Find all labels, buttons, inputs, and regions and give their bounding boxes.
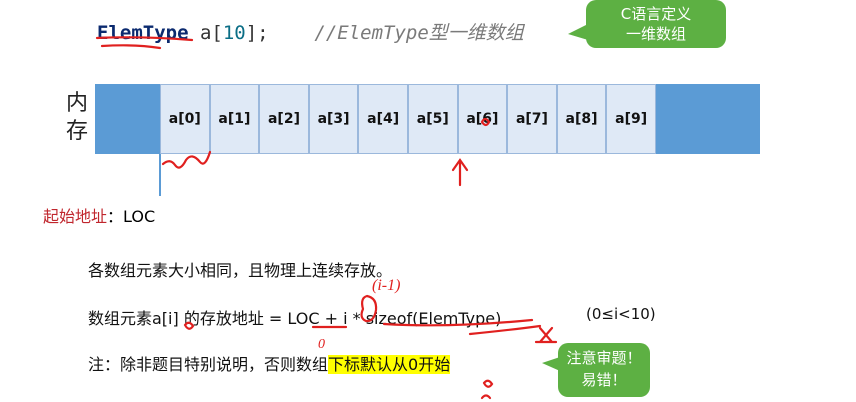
start-address: 起始地址：LOC <box>43 203 155 227</box>
index-note-prefix: 注：除非题目特别说明，否则数组 <box>88 355 329 374</box>
memory-label: 内 存 <box>66 91 89 144</box>
array-cell: a[9] <box>606 84 656 154</box>
underline-sizeof <box>382 318 534 327</box>
array-cell: a[7] <box>507 84 557 154</box>
array-cell: a[0] <box>160 84 210 154</box>
mark-zero <box>482 379 494 388</box>
array-cell: a[4] <box>358 84 408 154</box>
callout-tail <box>542 357 560 371</box>
array-cell: a[6] <box>457 84 508 154</box>
index-note: 注：除非题目特别说明，否则数组下标默认从0开始 <box>88 351 451 375</box>
underline-elemtype-2 <box>100 44 162 50</box>
callout-tail <box>568 24 588 40</box>
decl-size: 10 <box>222 22 246 44</box>
contiguous-note: 各数组元素大小相同，且物理上连续存放。 <box>88 261 393 280</box>
callout-line1: C语言定义 <box>620 5 692 23</box>
code-declaration: ElemType a[10]; //ElemType型一维数组 <box>97 18 524 45</box>
mark-ai <box>183 321 195 330</box>
mark-a6 <box>480 117 491 127</box>
decl-end: ]; <box>245 22 269 44</box>
mark-x <box>534 326 558 344</box>
start-address-value: LOC <box>123 207 156 226</box>
array-cell: a[5] <box>407 84 458 154</box>
callout-note-line2: 易错！ <box>581 371 627 389</box>
underline-sizeof-2 <box>468 324 542 336</box>
squiggle-start <box>161 150 212 169</box>
annotation-zero: 0 <box>318 337 325 352</box>
start-address-label: 起始地址 <box>43 207 108 226</box>
array-cell: a[2] <box>259 84 309 154</box>
array-cell: a[8] <box>556 84 607 154</box>
arrow-a6 <box>451 158 469 187</box>
underline-elemtype <box>95 36 194 42</box>
circle-i <box>360 294 378 323</box>
annotation-i-minus-1: (i-1) <box>372 277 400 294</box>
mark-zero-2 <box>480 394 492 400</box>
callout-c-definition: C语言定义 一维数组 <box>568 0 726 48</box>
start-address-arrow <box>159 154 161 196</box>
decl-comment: //ElemType型一维数组 <box>268 22 524 44</box>
index-note-highlight: 下标默认从0开始 <box>328 355 451 374</box>
callout-attention: 注意审题！ 易错！ <box>542 343 650 397</box>
array-cell: a[1] <box>209 84 260 154</box>
array-cells: a[0] a[1] a[2] a[3] a[4] a[5] a[6] a[7] … <box>160 84 656 154</box>
index-range: (0≤i<10) <box>586 305 656 323</box>
array-cell: a[3] <box>308 84 359 154</box>
decl-name: a[ <box>188 22 223 44</box>
start-address-sep: ： <box>107 207 124 226</box>
callout-note-line1: 注意审题！ <box>566 349 642 367</box>
callout-line2: 一维数组 <box>625 25 686 43</box>
